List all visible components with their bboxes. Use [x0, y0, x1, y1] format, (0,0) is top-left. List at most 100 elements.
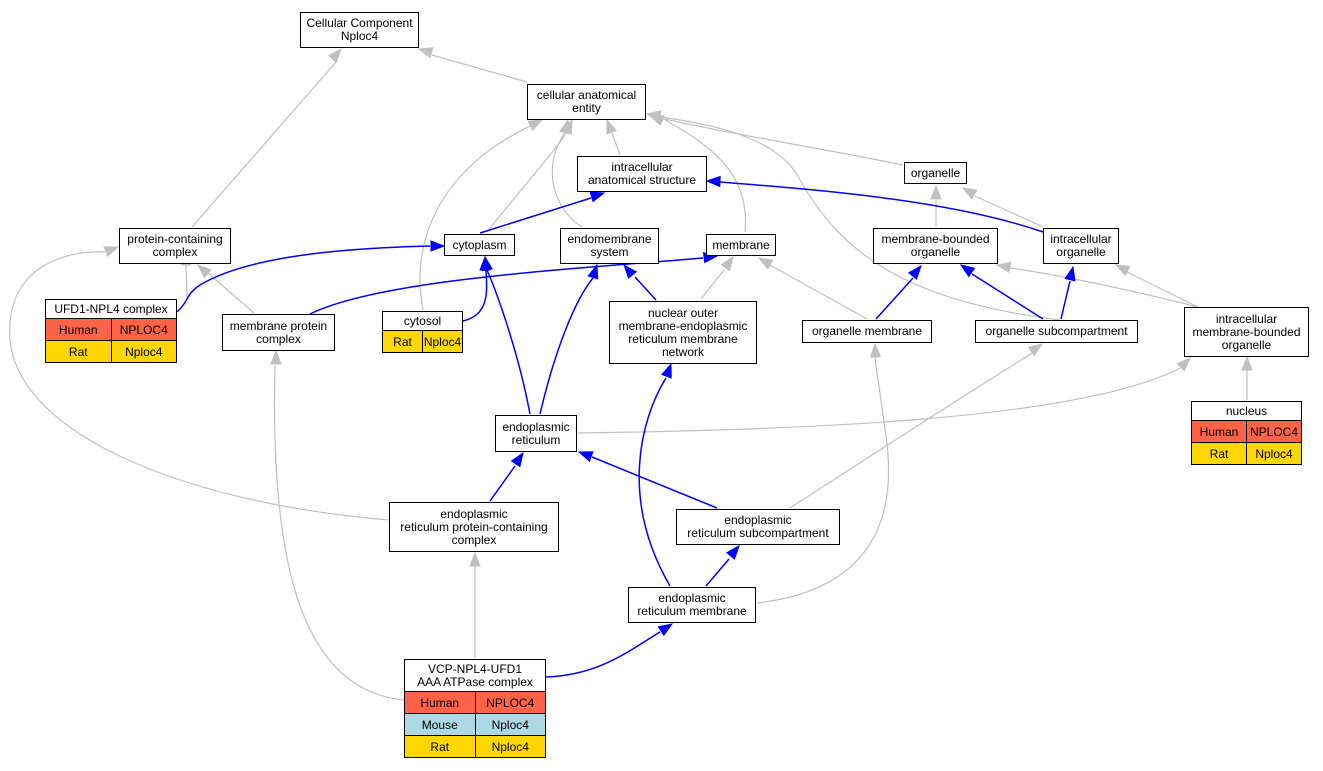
edge-nuclear-to-endomembrane [634, 276, 657, 301]
edge-cae-to-cc [431, 54, 528, 83]
node-membrane-protein-complex[interactable]: membrane protein complex [222, 314, 335, 351]
node-cellular-component[interactable]: Cellular Component Nploc4 [300, 12, 419, 48]
edge-erpcc-to-pcc [9, 251, 391, 521]
node-organelle[interactable]: organelle [904, 162, 967, 184]
node-intracellular-organelle[interactable]: intracellular organelle [1043, 228, 1119, 264]
edge-membrane-to-cae [664, 119, 747, 233]
edge-ersub-to-org-subcomp [789, 351, 1035, 509]
annotation-row-rat: Rat Nploc4 [383, 330, 462, 352]
edge-er-to-endomembrane [539, 277, 594, 415]
edge-ufd1-to-pcc [185, 264, 188, 299]
edge-cytosol-to-cytoplasm [462, 269, 488, 322]
edge-endomembrane-to-cae [551, 131, 583, 228]
edge-vcp-to-erpcc-arrowhead [469, 551, 481, 567]
edge-io-to-organelle-arrowhead [961, 187, 978, 200]
species-cell: Mouse [421, 717, 458, 732]
node-nuclear-outer-membrane-er-network[interactable]: nuclear outer membrane-endoplasmic retic… [609, 301, 757, 364]
edge-er-to-imbo-arrowhead [1176, 357, 1191, 372]
edge-erm-to-ersub-arrowhead [725, 544, 740, 561]
gene-cell: NPLOC4 [474, 692, 546, 713]
edge-io-to-ias-arrowhead [705, 175, 721, 188]
node-title: UFD1-NPL4 complex [54, 302, 168, 316]
edge-nuclear-to-endomembrane-arrowhead [623, 263, 638, 280]
edge-org-membrane-to-membrane [769, 264, 868, 320]
species-cell: Human [420, 695, 460, 710]
edge-erm-to-org-membrane [756, 357, 890, 604]
edge-vcp-to-mpc [273, 364, 405, 701]
edge-io-to-ias [719, 181, 1044, 233]
edge-cytoplasm-to-ias [479, 197, 592, 234]
edge-pcc-to-cc [191, 61, 337, 228]
node-title: cytosol [403, 314, 442, 328]
edge-vcp-to-erm [545, 631, 661, 678]
node-organelle-subcompartment[interactable]: organelle subcompartment [975, 320, 1138, 343]
edge-imbo-to-io [1126, 271, 1199, 308]
gene-cell: Nploc4 [1246, 443, 1301, 464]
edge-imbo-to-mbo-arrowhead [995, 261, 1012, 273]
species-cell: Rat [68, 344, 88, 359]
node-organelle-membrane[interactable]: organelle membrane [802, 320, 932, 343]
node-title: nucleus [1225, 404, 1268, 418]
edge-er-to-imbo [577, 367, 1181, 434]
species-cell: Rat [393, 334, 412, 349]
edge-org-membrane-to-membrane-arrowhead [757, 257, 774, 270]
edge-erm-to-nuclear [638, 377, 671, 587]
edge-cytoplasm-to-ias-arrowhead [589, 191, 606, 203]
gene-cell: NPLOC4 [1246, 421, 1301, 442]
node-endomembrane-system[interactable]: endomembrane system [560, 228, 659, 264]
node-er-subcompartment[interactable]: endoplasmic reticulum subcompartment [676, 509, 840, 545]
gene-cell: Nploc4 [474, 714, 546, 735]
edge-org-membrane-to-mbo-arrowhead [907, 264, 922, 281]
edge-nuclear-to-membrane-arrowhead [720, 255, 734, 272]
edge-mbo-to-organelle-arrowhead [930, 184, 942, 200]
node-intracellular-membrane-bounded-organelle[interactable]: intracellular membrane-bounded organelle [1184, 307, 1309, 357]
edge-ersub-to-er [591, 456, 718, 509]
node-er-protein-containing-complex[interactable]: endoplasmic reticulum protein-containing… [389, 502, 559, 552]
node-membrane-bounded-organelle[interactable]: membrane-bounded organelle [873, 228, 998, 264]
node-cytosol[interactable]: cytosol Rat Nploc4 [382, 311, 463, 353]
edge-org-subcomp-to-io [1060, 280, 1071, 320]
node-protein-containing-complex[interactable]: protein-containing complex [119, 228, 231, 264]
edge-er-to-endomembrane-arrowhead [587, 263, 599, 280]
node-cellular-anatomical-entity[interactable]: cellular anatomical entity [527, 84, 646, 120]
edge-imbo-to-io-arrowhead [1114, 264, 1131, 277]
edge-erm-to-org-membrane-arrowhead [869, 342, 882, 358]
node-membrane[interactable]: membrane [706, 234, 776, 256]
edge-org-subcomp-to-mbo [971, 273, 1044, 320]
edge-cytosol-to-cae [419, 125, 531, 311]
edge-er-to-cytoplasm [486, 269, 531, 415]
edge-erm-to-ersub [705, 558, 730, 587]
node-cytoplasm[interactable]: cytoplasm [444, 234, 515, 256]
edge-erpcc-to-pcc-arrowhead [103, 246, 120, 257]
edge-endomembrane-to-cae-arrowhead [558, 118, 571, 135]
edge-ufd1-to-cytoplasm [176, 245, 431, 313]
edge-org-membrane-to-mbo [875, 277, 914, 320]
annotation-row-mouse: Mouse Nploc4 [405, 713, 545, 735]
gene-cell: NPLOC4 [110, 319, 177, 340]
edge-erpcc-to-er [489, 465, 516, 502]
edge-erm-to-nuclear-arrowhead [661, 362, 672, 379]
edge-ersub-to-org-subcomp-arrowhead [1027, 343, 1044, 357]
edge-ersub-to-er-arrowhead [577, 451, 594, 462]
node-intracellular-anatomical-structure[interactable]: intracellular anatomical structure [577, 156, 707, 192]
edge-er-to-cytoplasm-arrowhead [481, 255, 493, 272]
species-cell: Human [1199, 424, 1239, 439]
edge-erpcc-to-er-arrowhead [510, 451, 524, 468]
edge-ufd1-to-cytoplasm-arrowhead [430, 240, 446, 252]
node-endoplasmic-reticulum[interactable]: endoplasmic reticulum [495, 415, 577, 452]
node-er-membrane[interactable]: endoplasmic reticulum membrane [628, 587, 756, 623]
edge-mpc-to-pcc [207, 272, 255, 314]
edge-ias-to-cae [611, 132, 621, 156]
gene-cell: Nploc4 [422, 331, 462, 352]
edge-io-to-organelle [974, 195, 1044, 228]
edge-pcc-to-cc-arrowhead [327, 47, 342, 63]
annotation-row-human: Human NPLOC4 [405, 691, 545, 713]
